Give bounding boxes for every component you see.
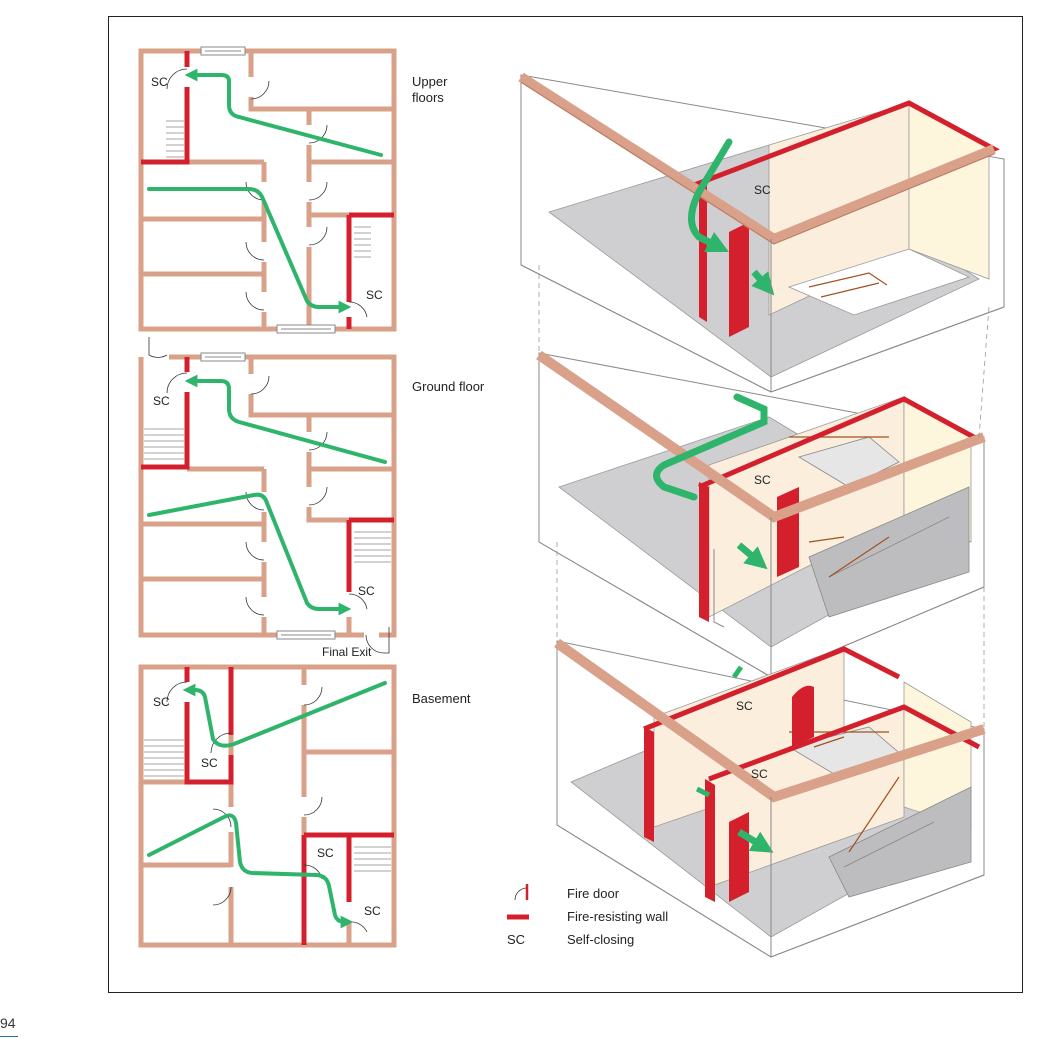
sc-marker: SC	[751, 767, 768, 781]
sc-marker: SC	[358, 584, 375, 598]
fire-escape-diagram	[138, 46, 1005, 958]
sc-marker: SC	[364, 904, 381, 918]
sc-marker: SC	[153, 394, 170, 408]
sc-marker: SC	[754, 473, 771, 487]
legend-self-closing: Self-closing	[567, 932, 635, 947]
label-basement: Basement	[412, 691, 471, 706]
dashed-connectors	[538, 265, 990, 729]
legend-fire-resisting-wall: Fire-resisting wall	[567, 909, 669, 924]
legend-symbols	[507, 884, 529, 920]
label-upper-floors: Upper floors	[412, 74, 448, 105]
legend-sc-key: SC	[507, 932, 526, 947]
iso-basement-block	[554, 638, 986, 958]
iso-ground-block	[536, 350, 986, 678]
page-number: 94	[0, 1015, 16, 1031]
label-final-exit: Final Exit	[322, 645, 372, 659]
label-ground-floor: Ground floor	[412, 379, 485, 394]
sc-marker: SC	[317, 846, 334, 860]
sc-marker: SC	[736, 699, 753, 713]
plan-ground-floor	[138, 337, 397, 654]
sc-marker: SC	[754, 183, 771, 197]
sc-marker: SC	[151, 75, 168, 89]
diagram-frame: Upper floors Ground floor Basement Final…	[108, 16, 1023, 993]
sc-marker: SC	[366, 288, 383, 302]
iso-upper-block	[518, 72, 1005, 393]
legend-fire-door: Fire door	[567, 886, 620, 901]
page-number-rule	[0, 1036, 18, 1037]
sc-marker: SC	[153, 695, 170, 709]
plan-upper-floors	[138, 46, 397, 334]
plan-basement	[138, 664, 397, 948]
sc-marker: SC	[201, 756, 218, 770]
